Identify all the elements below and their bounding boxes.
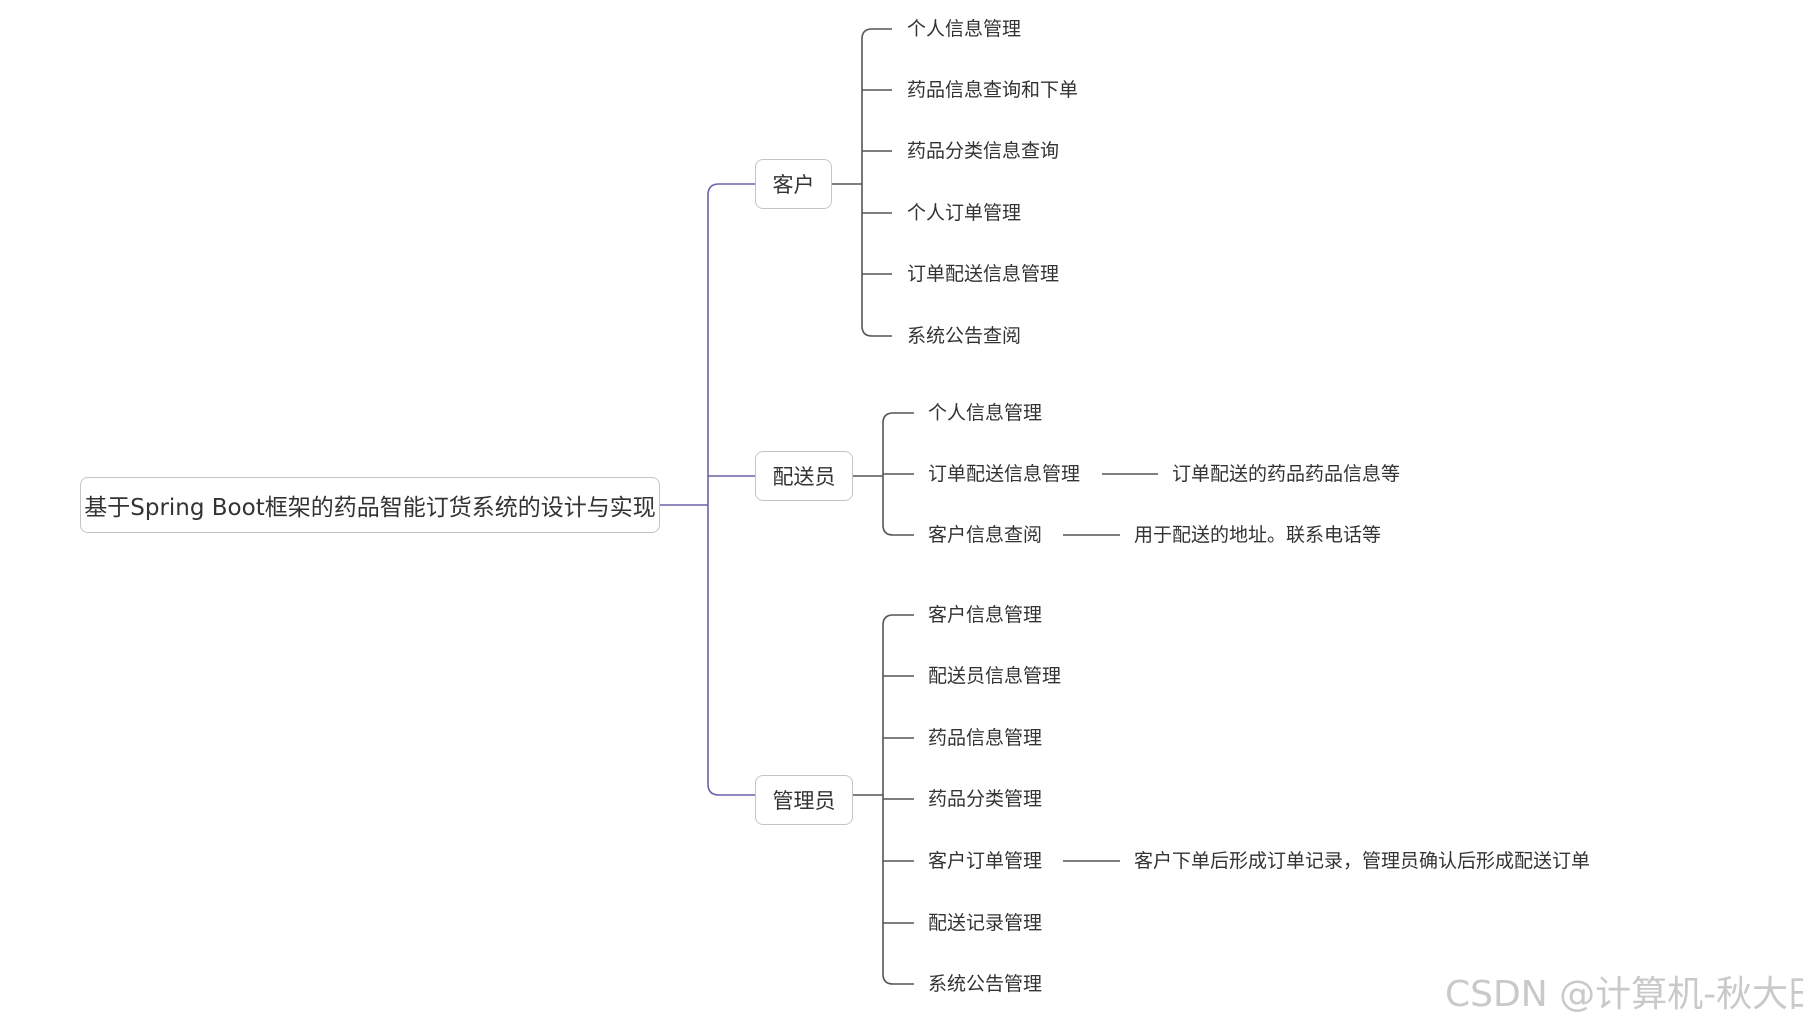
branch-node-courier: 配送员 (755, 451, 853, 501)
leaf-admin-7: 系统公告管理 (928, 973, 1043, 995)
leaf-admin-3: 药品信息管理 (928, 727, 1043, 749)
trunk-to-customer (707, 183, 755, 196)
leaf-customer-4: 个人订单管理 (907, 202, 1022, 224)
note-courier-3: 用于配送的地址。联系电话等 (1134, 524, 1382, 546)
note-admin-5: 客户下单后形成订单记录，管理员确认后形成配送订单 (1134, 850, 1591, 872)
customer-link-leaf-1 (861, 28, 892, 40)
admin-link-leaf-1 (882, 614, 914, 626)
leaf-admin-1: 客户信息管理 (928, 604, 1043, 626)
customer-link-leaf-6 (861, 325, 892, 337)
leaf-customer-2: 药品信息查询和下单 (907, 79, 1079, 101)
leaf-courier-1: 个人信息管理 (928, 402, 1043, 424)
courier-link-leaf-1 (882, 412, 914, 424)
note-courier-2: 订单配送的药品药品信息等 (1172, 463, 1401, 485)
watermark: CSDN @计算机-秋大田 (1445, 974, 1803, 1015)
courier-link-leaf-3 (882, 524, 914, 536)
leaf-courier-2: 订单配送信息管理 (928, 463, 1081, 485)
branch-node-customer: 客户 (755, 159, 832, 209)
leaf-admin-5: 客户订单管理 (928, 850, 1043, 872)
leaf-admin-2: 配送员信息管理 (928, 665, 1062, 687)
leaf-customer-5: 订单配送信息管理 (907, 263, 1060, 285)
admin-link-leaf-7 (882, 973, 914, 985)
leaf-customer-1: 个人信息管理 (907, 18, 1022, 40)
leaf-customer-3: 药品分类信息查询 (907, 140, 1060, 162)
trunk-vertical (707, 195, 720, 796)
leaf-admin-6: 配送记录管理 (928, 912, 1043, 934)
branch-node-admin: 管理员 (755, 775, 853, 825)
leaf-courier-3: 客户信息查阅 (928, 524, 1043, 546)
leaf-admin-4: 药品分类管理 (928, 788, 1043, 810)
root-node: 基于Spring Boot框架的药品智能订货系统的设计与实现 (80, 477, 660, 533)
leaf-customer-6: 系统公告查阅 (907, 325, 1022, 347)
